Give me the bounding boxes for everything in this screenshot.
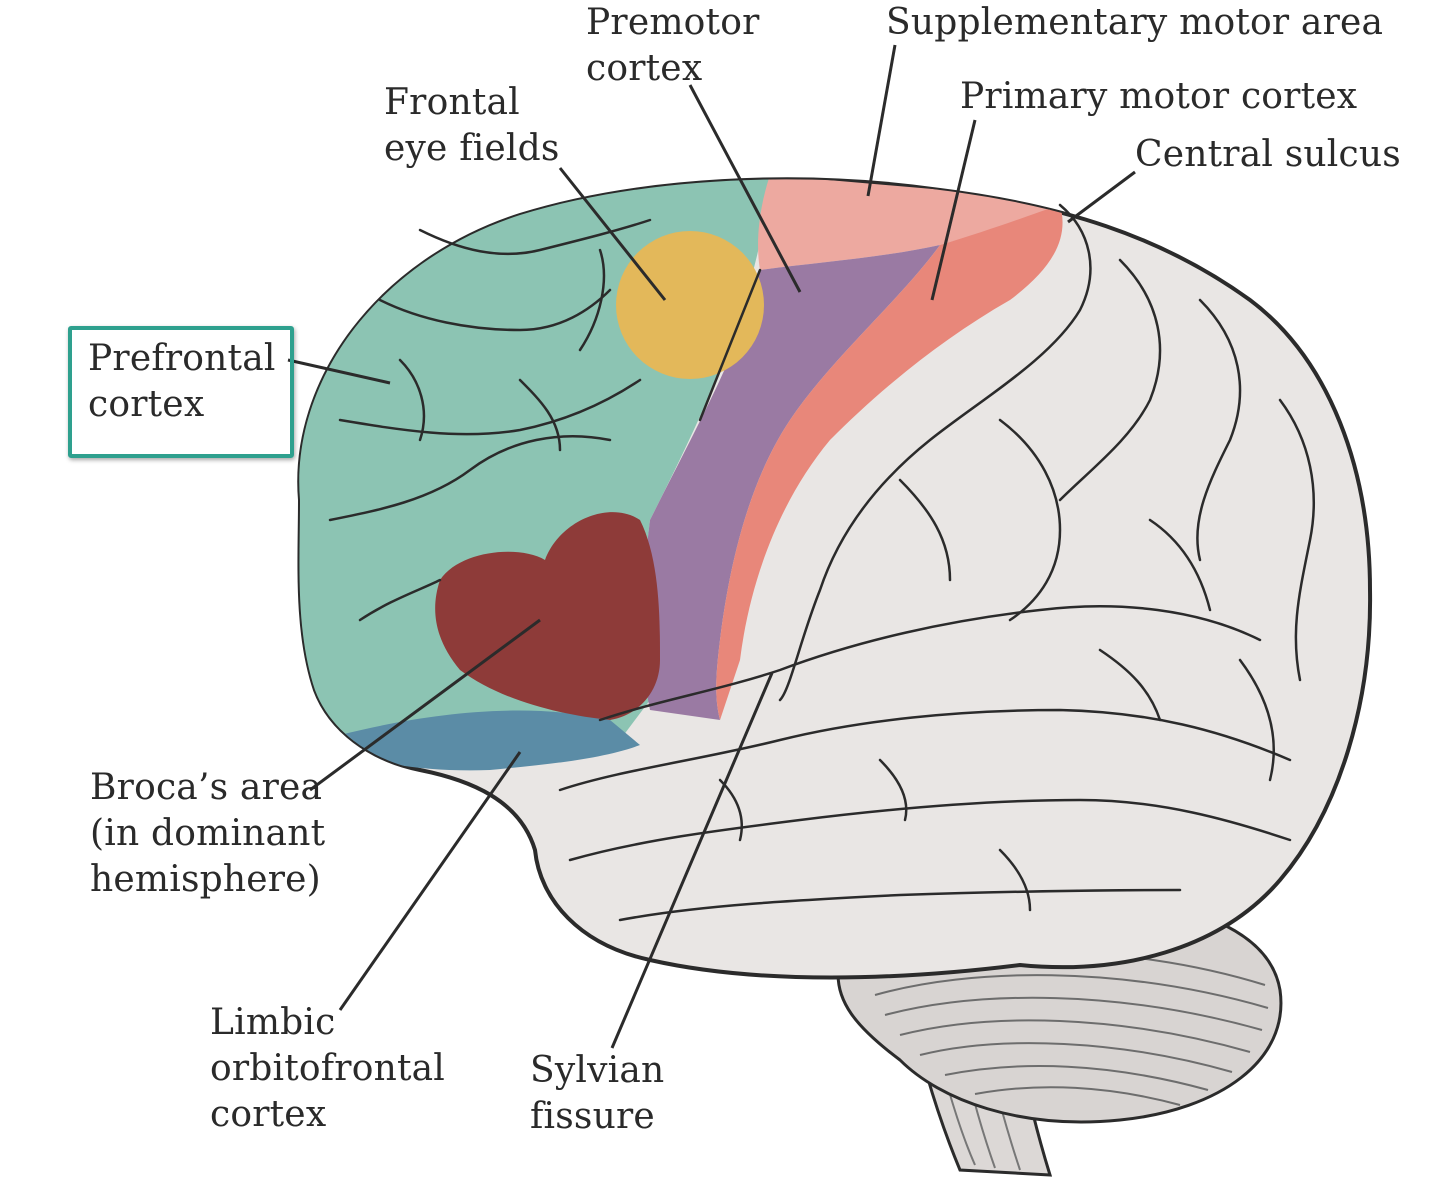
label-supplementary-motor-area: Supplementary motor area (886, 2, 1384, 43)
leader-primary-motor (930, 119, 977, 301)
leader-central-sulcus (1067, 170, 1136, 224)
leader-premotor (688, 84, 802, 293)
brocas-area-region (435, 512, 660, 720)
leader-sylvian (610, 672, 774, 1049)
label-prefrontal-cortex: Prefrontal cortex (88, 338, 276, 425)
label-primary-motor-cortex: Primary motor cortex (960, 76, 1358, 117)
label-limbic-orbitofrontal-cortex: Limbic orbitofrontal cortex (210, 1002, 446, 1135)
supplementary-motor-region (758, 179, 1060, 270)
label-frontal-eye-fields: Frontal eye fields (384, 82, 560, 169)
leader-broca (309, 618, 541, 792)
frontal-eye-fields-region (616, 231, 764, 379)
primary-motor-region (716, 205, 1063, 720)
prefrontal-highlight-box (68, 326, 294, 458)
leader-lines (287, 44, 1136, 1049)
label-premotor-cortex: Premotor cortex (586, 2, 760, 89)
leader-prefrontal (287, 358, 391, 385)
leader-frontal-eye-fields (558, 167, 667, 301)
sulci (328, 203, 1315, 922)
label-sylvian-fissure: Sylvian fissure (530, 1050, 665, 1137)
orbitofrontal-region (340, 710, 640, 771)
label-brocas-area: Broca’s area (in dominant hemisphere) (90, 767, 326, 900)
leader-orbitofrontal (338, 751, 522, 1011)
premotor-region (642, 245, 940, 720)
label-central-sulcus: Central sulcus (1135, 134, 1401, 175)
leader-supplementary (866, 44, 897, 197)
